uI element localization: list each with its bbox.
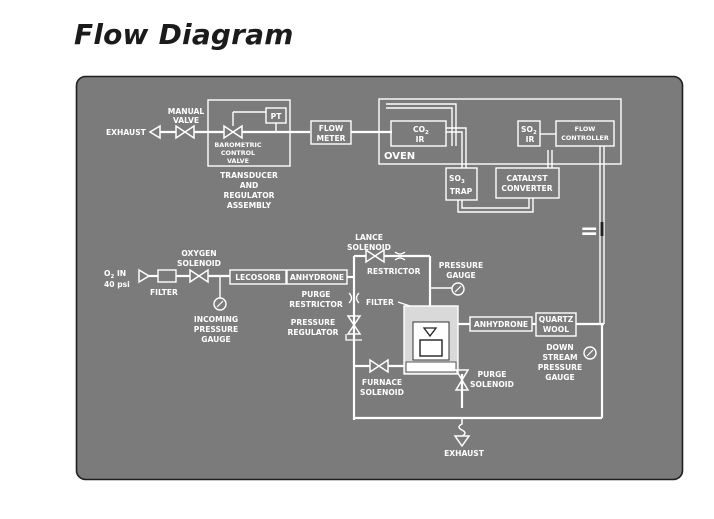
lance-solenoid-label-2: SOLENOID <box>347 243 391 252</box>
so3-trap-label-2: TRAP <box>450 187 473 196</box>
lance-solenoid-label-1: LANCE <box>355 233 383 242</box>
flow-meter-label-2: METER <box>317 134 346 143</box>
page-title: Flow Diagram <box>74 18 294 51</box>
co2-ir-label-2: IR <box>416 135 425 144</box>
flow-controller-box <box>555 120 615 147</box>
pressure-gauge-label-2: GAUGE <box>446 271 475 280</box>
exhaust-top-label: EXHAUST <box>106 128 147 137</box>
oxygen-solenoid-label-1: OXYGEN <box>181 249 216 258</box>
transducer-label-2: AND <box>240 181 259 190</box>
pt-label: PT <box>271 112 283 121</box>
so3-trap-label: SO3 <box>449 174 465 185</box>
catalyst-label-2: CONVERTER <box>501 184 552 193</box>
lecosorb-label: LECOSORB <box>235 273 281 282</box>
lecosorb-box <box>229 269 287 285</box>
pressure-regulator-label-2: REGULATOR <box>287 328 338 337</box>
transducer-label-4: ASSEMBLY <box>227 201 272 210</box>
exhaust-bottom-arrow <box>453 435 471 448</box>
incoming-gauge-icon <box>213 297 227 311</box>
incoming-gauge-label-3: GAUGE <box>201 335 230 344</box>
transducer-label-1: TRANSDUCER <box>220 171 278 180</box>
exhaust-bottom-label: EXHAUST <box>444 449 485 458</box>
filter-left-label: FILTER <box>150 288 178 297</box>
crucible-icon <box>419 339 443 357</box>
pressure-gauge-label-1: PRESSURE <box>439 261 483 270</box>
pressure-regulator-label-1: PRESSURE <box>291 318 335 327</box>
pressure-regulator-valve-icon <box>345 315 362 341</box>
filter-mid-label: FILTER <box>366 298 394 307</box>
purge-solenoid-label-2: SOLENOID <box>470 380 514 389</box>
purge-solenoid-label-1: PURGE <box>478 370 507 379</box>
co2-ir-label: CO2 <box>413 125 429 136</box>
flow-controller-label-2: CONTROLLER <box>561 134 609 142</box>
downstream-gauge-label-3: PRESSURE <box>538 363 582 372</box>
catalyst-label-1: CATALYST <box>506 174 548 183</box>
transducer-label-3: REGULATOR <box>223 191 274 200</box>
manual-valve-label-1: MANUAL <box>168 107 205 116</box>
incoming-gauge-label-1: INCOMING <box>194 315 238 324</box>
o2-pressure-label: 40 psi <box>104 280 130 289</box>
co2-ir-box <box>390 120 447 147</box>
purge-restrictor-label-2: RESTRICTOR <box>289 300 343 309</box>
quartz-wool-label-1: QUARTZ <box>539 315 574 324</box>
incoming-gauge-label-2: PRESSURE <box>194 325 238 334</box>
manual-valve-icon <box>175 124 195 140</box>
downstream-gauge-label-4: GAUGE <box>545 373 574 382</box>
quartz-wool-label-2: WOOL <box>543 325 569 334</box>
purge-solenoid-valve-icon <box>454 369 470 391</box>
barometric-label-3: VALVE <box>227 157 249 165</box>
pressure-gauge-icon <box>451 282 465 296</box>
oven-label: OVEN <box>384 151 415 162</box>
so2-ir-label: SO2 <box>521 125 537 136</box>
furnace-solenoid-label-1: FURNACE <box>362 378 402 387</box>
manual-valve-label-2: VALVE <box>173 116 199 125</box>
catalyst-converter-box <box>495 167 560 199</box>
so2-ir-label-2: IR <box>526 135 535 144</box>
restrictor-label: RESTRICTOR <box>367 267 421 276</box>
oxygen-solenoid-valve-icon <box>189 268 209 284</box>
downstream-gauge-label-1: DOWN <box>546 343 574 352</box>
barometric-label-1: BAROMETRIC <box>214 141 262 149</box>
lance-solenoid-valve-icon <box>365 248 385 264</box>
purge-restrictor-label-1: PURGE <box>302 290 331 299</box>
barometric-valve-icon <box>223 124 243 140</box>
o2-in-label: O2 IN <box>104 269 126 280</box>
oven-box <box>378 98 622 165</box>
flow-controller-label-1: FLOW <box>575 125 596 133</box>
equals-symbol: = <box>580 219 598 244</box>
diagram-panel <box>75 75 684 481</box>
flow-meter-label-1: FLOW <box>319 124 344 133</box>
o2-inlet-arrow <box>138 268 151 284</box>
furnace-solenoid-label-2: SOLENOID <box>360 388 404 397</box>
restrictor-icon <box>394 251 406 261</box>
purge-restrictor-icon <box>348 292 360 304</box>
downstream-gauge-icon <box>583 346 597 360</box>
downstream-gauge-label-2: STREAM <box>542 353 577 362</box>
anhydrone-left-label: ANHYDRONE <box>290 273 344 282</box>
furnace-solenoid-valve-icon <box>369 358 389 374</box>
barometric-label-2: CONTROL <box>221 149 255 157</box>
anhydrone-right-label: ANHYDRONE <box>474 320 528 329</box>
oxygen-solenoid-label-2: SOLENOID <box>177 259 221 268</box>
